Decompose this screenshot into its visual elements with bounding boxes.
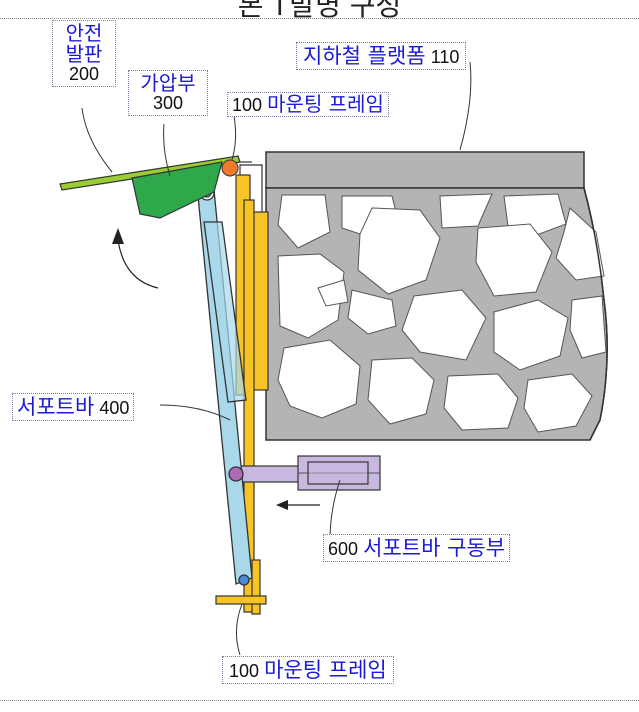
bottom-border — [0, 700, 639, 701]
label-actuator-text: 서포트바 구동부 — [363, 536, 506, 560]
label-frame-top-number: 100 — [232, 95, 263, 115]
label-press-part-number: 300 — [152, 93, 184, 113]
rotation-arrow — [112, 228, 159, 289]
label-mounting-frame-bottom: 100 마운팅 프레임 — [222, 656, 394, 685]
label-actuator: 600 서포트바 구동부 — [323, 534, 511, 563]
platform-block — [265, 151, 608, 441]
label-press-part: 가압부 300 — [128, 70, 208, 116]
label-support-bar-text: 서포트바 — [17, 395, 95, 419]
label-mounting-frame-top: 100 마운팅 프레임 — [227, 92, 389, 117]
page-title: 본 Ꭲ발명 구성 — [237, 0, 402, 22]
label-support-bar: 서포트바 400 — [12, 393, 135, 422]
label-subway-platform: 지하철 플랫폼 110 — [296, 42, 467, 71]
label-support-bar-number: 400 — [99, 398, 130, 418]
label-foot-plate-number: 200 — [68, 64, 100, 84]
label-platform-text: 지하철 플랫폼 — [303, 44, 426, 68]
label-platform-number: 110 — [430, 47, 460, 67]
press-part — [131, 161, 223, 219]
label-frame-bottom-number: 100 — [229, 661, 260, 681]
mounting-frame — [215, 164, 269, 615]
top-border — [0, 18, 639, 19]
label-foot-plate-line2: 발판 — [65, 42, 103, 66]
label-frame-bottom-text: 마운팅 프레임 — [264, 658, 387, 682]
label-safety-foot-plate: 안전 발판 200 — [52, 20, 116, 87]
label-foot-plate-line1: 안전 — [65, 21, 103, 45]
label-press-part-text: 가압부 — [140, 71, 196, 95]
label-actuator-number: 600 — [328, 539, 359, 559]
pivot-joint — [221, 159, 239, 177]
label-frame-top-text: 마운팅 프레임 — [267, 92, 384, 116]
push-arrow — [276, 500, 320, 510]
safety-foot-plate — [59, 155, 252, 191]
